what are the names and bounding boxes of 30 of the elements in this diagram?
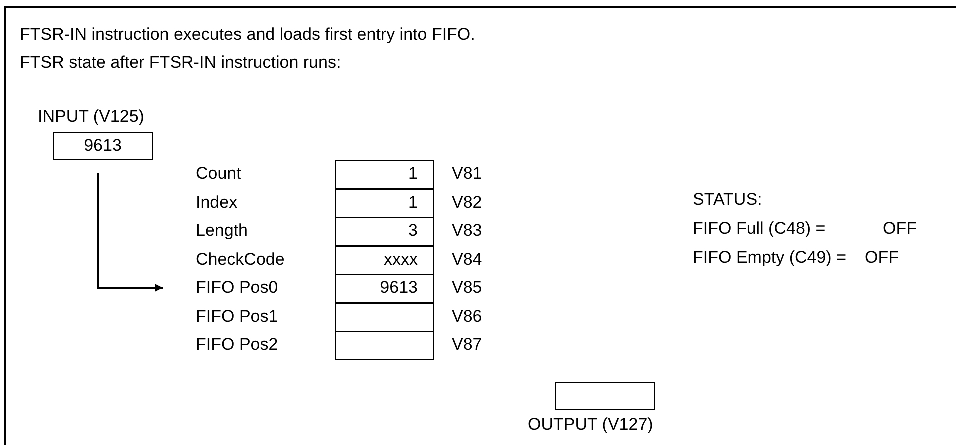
address-label: V85 (452, 278, 482, 298)
row-label: Index (196, 193, 238, 213)
row-label: FIFO Pos2 (196, 335, 278, 355)
note-text: FTSR-IN instruction executes and loads first entry into FIFO. (20, 25, 476, 45)
address-label: V86 (452, 307, 482, 327)
row-label: FIFO Pos0 (196, 278, 278, 298)
address-label: V84 (452, 250, 482, 270)
box-heading: INPUT (V125) (38, 107, 146, 127)
table-cell: xxxx (335, 246, 434, 275)
row-label: Count (196, 164, 242, 184)
address-label: V83 (452, 221, 482, 241)
row-label: FIFO Pos1 (196, 307, 278, 327)
value-box: 9613 (53, 132, 153, 160)
table-cell: 1 (335, 160, 434, 189)
box-heading: OUTPUT (V127) (528, 415, 654, 435)
row-label: Length (196, 221, 248, 241)
address-label: V87 (452, 335, 482, 355)
status-text: FIFO Empty (C49) = (693, 248, 846, 268)
address-label: V82 (452, 193, 482, 213)
table-cell: 1 (335, 189, 434, 218)
status-value: OFF (883, 219, 917, 239)
table-cell: 9613 (335, 274, 434, 303)
status-text: FIFO Full (C48) = (693, 219, 826, 239)
row-label: CheckCode (196, 250, 285, 270)
status-value: OFF (865, 248, 899, 268)
address-label: V81 (452, 164, 482, 184)
status-heading: STATUS: (693, 190, 762, 210)
note-text: FTSR state after FTSR-IN instruction runs: (20, 53, 342, 73)
table-cell: 3 (335, 217, 434, 246)
arrow (97, 173, 163, 292)
